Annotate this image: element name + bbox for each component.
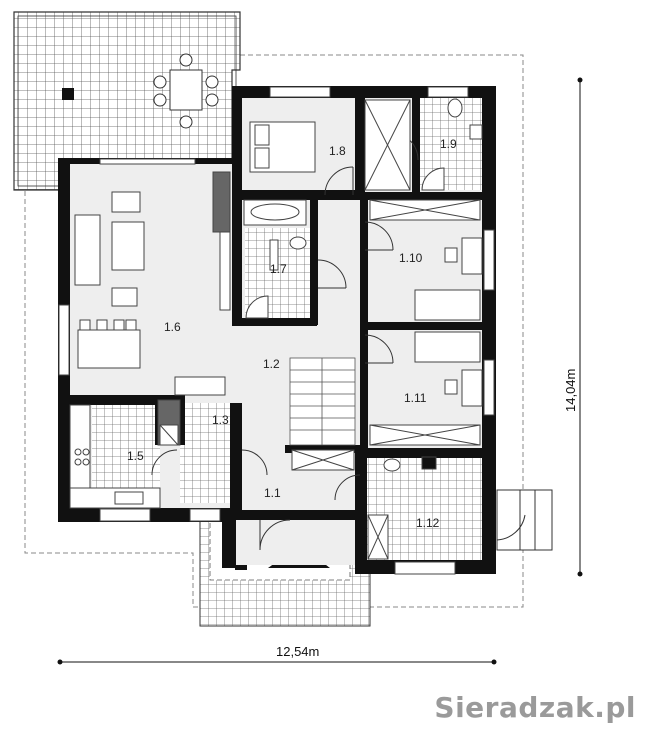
room-label-1-8: 1.8	[329, 144, 346, 158]
terrace	[13, 11, 241, 191]
dimension-width-label: 12,54m	[276, 644, 319, 659]
room-label-1-11: 1.11	[404, 391, 427, 405]
brand-logo-text: Sieradzak.pl	[434, 691, 636, 724]
roof-outline	[24, 54, 524, 608]
dimension-depth-label: 14,04m	[563, 369, 578, 412]
room-label-1-1: 1.1	[264, 486, 281, 500]
windows	[58, 86, 495, 575]
room-label-1-6: 1.6	[164, 320, 181, 334]
room-label-1-3: 1.3	[212, 413, 229, 427]
room-label-1-7: 1.7	[270, 262, 287, 276]
furniture	[69, 98, 483, 560]
stairs	[289, 357, 356, 446]
room-labels: 1.1 1.2 1.3 1.5 1.6 1.7 1.8 1.9 1.10 1.1…	[127, 137, 457, 530]
room-label-1-5: 1.5	[127, 449, 144, 463]
room-label-1-12: 1.12	[416, 516, 440, 530]
dimension-width: 12,54m	[57, 644, 497, 665]
room-label-1-9: 1.9	[440, 137, 457, 151]
room-label-1-2: 1.2	[263, 357, 280, 371]
room-label-1-10: 1.10	[399, 251, 423, 265]
side-steps	[496, 489, 553, 551]
dimension-depth: 14,04m	[563, 77, 583, 577]
